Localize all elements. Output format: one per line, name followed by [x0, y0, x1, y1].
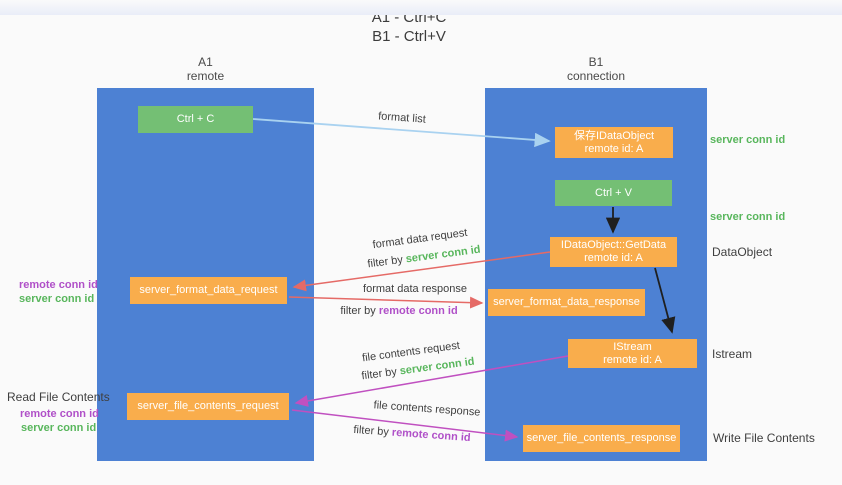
node-server-format-data-response-label: server_format_data_response — [493, 296, 640, 308]
lane-a1-header: A1 remote — [97, 55, 314, 83]
node-save-dataobject-line1: 保存IDataObject — [573, 129, 655, 142]
title-line-ctrl-v: B1 - Ctrl+V — [372, 28, 446, 45]
server-conn-id-key: server conn id — [399, 355, 476, 378]
node-server-file-contents-request-label: server_file_contents_request — [137, 400, 279, 412]
filter-by-text: filter by — [340, 305, 379, 317]
node-istream-line1: IStream — [613, 340, 652, 353]
dataobject-annotation: DataObject — [712, 245, 773, 259]
node-getdata-line2: remote id: A — [584, 252, 643, 264]
filter-by-text: filter by — [366, 253, 407, 271]
node-server-file-contents-response: server_file_contents_response — [523, 425, 680, 452]
file-contents-response-filter-label: filter by remote conn id — [353, 424, 471, 444]
bottom-edge-strip — [0, 0, 842, 15]
format-list-label: format list — [377, 110, 427, 126]
istream-annotation: Istream — [712, 347, 753, 361]
node-istream-line2: remote id: A — [603, 353, 662, 366]
format-data-response-arrow — [288, 296, 484, 309]
node-ctrl-v: Ctrl + V — [555, 180, 672, 206]
remote-conn-id-key: remote conn id — [378, 305, 458, 317]
filter-by-text: filter by — [353, 423, 393, 439]
server-conn-id-annotation-mid: server conn id — [710, 211, 786, 223]
node-save-dataobject-line2: remote id: A — [584, 142, 644, 155]
file-contents-response-label: file contents response — [373, 399, 481, 419]
node-server-format-data-request: server_format_data_request — [130, 277, 287, 304]
server-conn-id-key: server conn id — [405, 243, 482, 266]
server-conn-id-annotation-1: server conn id — [19, 293, 95, 305]
lane-b1-title: B1 — [588, 55, 604, 69]
node-server-file-contents-request: server_file_contents_request — [127, 393, 289, 420]
server-conn-id-annotation-2: server conn id — [21, 422, 97, 434]
node-save-dataobject: 保存IDataObject remote id: A — [555, 127, 673, 158]
lane-a1-title: A1 — [198, 55, 213, 69]
lane-a1-subtitle: remote — [186, 69, 225, 83]
node-ctrl-c: Ctrl + C — [138, 106, 253, 133]
node-ctrl-c-label: Ctrl + C — [176, 113, 215, 125]
node-getdata-line1: IDataObject::GetData — [560, 239, 667, 251]
remote-conn-id-key: remote conn id — [391, 426, 471, 445]
write-file-contents-annotation: Write File Contents — [713, 431, 815, 445]
format-data-response-filter-label: filter by remote conn id — [340, 305, 457, 317]
read-file-contents-annotation: Read File Contents — [7, 390, 110, 404]
lane-b1-subtitle: connection — [566, 69, 626, 83]
node-ctrl-v-label: Ctrl + V — [595, 186, 632, 199]
server-conn-id-annotation-top: server conn id — [710, 134, 786, 146]
lane-b1-header: B1 connection — [485, 55, 707, 83]
node-getdata: IDataObject::GetData remote id: A — [550, 237, 677, 267]
remote-conn-id-annotation-1: remote conn id — [19, 279, 98, 291]
format-data-response-label: format data response — [363, 283, 467, 295]
node-istream: IStream remote id: A — [568, 339, 697, 368]
node-server-file-contents-response-label: server_file_contents_response — [526, 432, 677, 444]
filter-by-text: filter by — [360, 365, 401, 383]
remote-conn-id-annotation-2: remote conn id — [20, 408, 99, 420]
node-server-format-data-request-label: server_format_data_request — [139, 284, 278, 296]
node-server-format-data-response: server_format_data_response — [488, 289, 645, 316]
